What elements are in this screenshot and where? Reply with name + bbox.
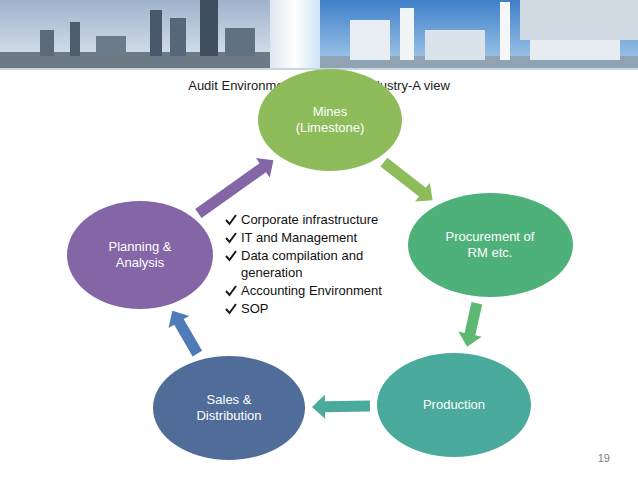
process-ellipse: Procurement of RM etc. <box>407 192 574 298</box>
check-item: Data compilation and generation <box>224 247 404 281</box>
flow-arrow <box>312 395 370 419</box>
node-label: Production <box>423 397 485 413</box>
process-ellipse: Planning & Analysis <box>66 200 214 310</box>
ellipse-fill <box>258 69 402 171</box>
check-item: Accounting Environment <box>224 282 404 299</box>
process-ellipse: Sales & Distribution <box>152 355 306 461</box>
check-stroke <box>226 251 236 260</box>
check-item: SOP <box>224 300 404 317</box>
ellipse-fill <box>67 201 213 309</box>
flow-arrow <box>195 158 273 218</box>
process-ellipse: Production <box>376 352 532 458</box>
process-ellipse: Mines (Limestone) <box>257 68 403 172</box>
node-label: Procurement of RM etc. <box>436 229 544 261</box>
node-label: Sales & Distribution <box>187 392 271 424</box>
node-text-group: Planning & Analysis <box>100 239 180 271</box>
node-label: Mines (Limestone) <box>288 104 372 136</box>
banner-photos <box>0 0 638 70</box>
flow-arrow <box>169 311 203 357</box>
check-item: IT and Management <box>224 229 404 246</box>
flow-arrow <box>458 302 482 347</box>
page-number: 19 <box>598 452 610 464</box>
node-label: Planning & Analysis <box>100 239 180 271</box>
check-mark <box>225 214 237 226</box>
check-mark <box>225 303 237 315</box>
node-text-group: Production <box>423 397 485 413</box>
flow-arrow <box>381 158 433 202</box>
ellipse-fill <box>377 353 531 457</box>
check-mark <box>225 232 237 244</box>
node-text-group: Procurement of RM etc. <box>436 229 544 261</box>
node-text-group: Mines (Limestone) <box>288 104 372 136</box>
check-item: Corporate infrastructure <box>224 211 404 228</box>
node-text-group: Sales & Distribution <box>187 392 271 424</box>
check-stroke <box>226 233 236 242</box>
check-mark <box>225 285 237 297</box>
ellipse-fill <box>153 356 305 460</box>
ellipse-fill <box>408 193 573 297</box>
check-list: Corporate infrastructureIT and Managemen… <box>224 211 404 318</box>
check-stroke <box>226 304 236 313</box>
check-stroke <box>226 286 236 295</box>
check-stroke <box>226 215 236 224</box>
check-mark <box>225 250 237 262</box>
